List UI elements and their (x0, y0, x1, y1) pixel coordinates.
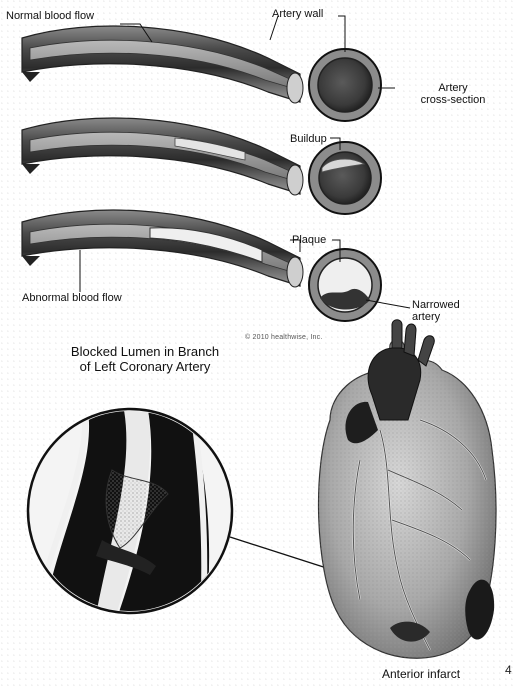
artery-normal (22, 26, 303, 103)
label-artery: Artery (398, 82, 508, 94)
magnified-lumen (28, 409, 232, 615)
label-normal-blood-flow: Normal blood flow (6, 10, 94, 22)
heart-panel-title: Blocked Lumen in Branch of Left Coronary… (30, 344, 260, 374)
label-narrowed: Narrowed (412, 299, 460, 311)
label-plaque: Plaque (292, 234, 326, 246)
artery-plaque (22, 210, 303, 287)
label-buildup: Buildup (290, 133, 327, 145)
cross-section-buildup (309, 142, 381, 214)
label-abnormal-blood-flow: Abnormal blood flow (22, 292, 122, 304)
page-number: 4 (505, 663, 512, 677)
artery-buildup (22, 118, 303, 195)
heart-illustration (319, 320, 496, 658)
title-line-2: of Left Coronary Artery (30, 359, 260, 374)
cross-section-normal (309, 49, 381, 121)
label-artery-2: artery (412, 311, 460, 323)
title-line-1: Blocked Lumen in Branch (30, 344, 260, 359)
label-artery-wall: Artery wall (272, 8, 323, 20)
copyright-text: © 2010 healthwise, Inc. (245, 334, 322, 341)
label-artery-cross-section: Artery cross-section (398, 82, 508, 106)
label-anterior-infarct: Anterior infarct (382, 668, 460, 680)
cross-section-narrowed (309, 249, 381, 321)
label-narrowed-artery: Narrowed artery (412, 299, 460, 323)
label-cross-section: cross-section (398, 94, 508, 106)
